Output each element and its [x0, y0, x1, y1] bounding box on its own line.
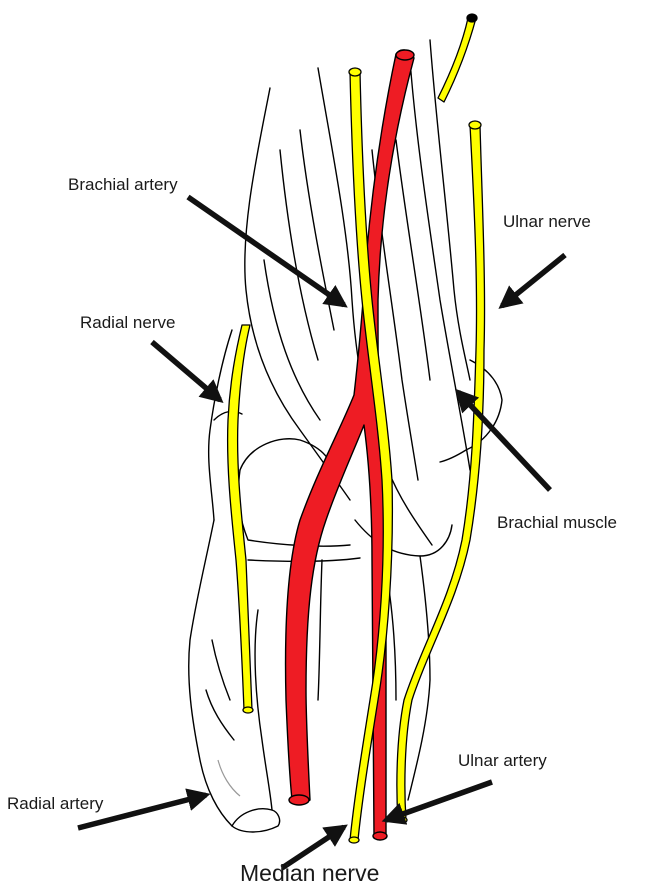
medial-epicondyle [440, 360, 502, 462]
median-nerve-label: Median nerve [240, 862, 379, 885]
radial-nerve-label: Radial nerve [80, 314, 175, 331]
brachial-artery-label: Brachial artery [68, 176, 178, 193]
brachial-muscle-label: Brachial muscle [497, 514, 617, 531]
radial-artery-label: Radial artery [7, 795, 103, 812]
ulnar-nerve-label: Ulnar nerve [503, 213, 591, 230]
brachial-artery-arrow [188, 197, 344, 305]
radius-outline [189, 520, 232, 826]
ulnar-artery-label: Ulnar artery [458, 752, 547, 769]
nerve-branch-top [438, 18, 476, 102]
ulnar-nerve-vessel [397, 125, 485, 820]
radial-nerve-vessel [228, 325, 252, 710]
ulnar-nerve-arrow [502, 255, 565, 306]
radial-nerve-arrow [152, 342, 220, 400]
